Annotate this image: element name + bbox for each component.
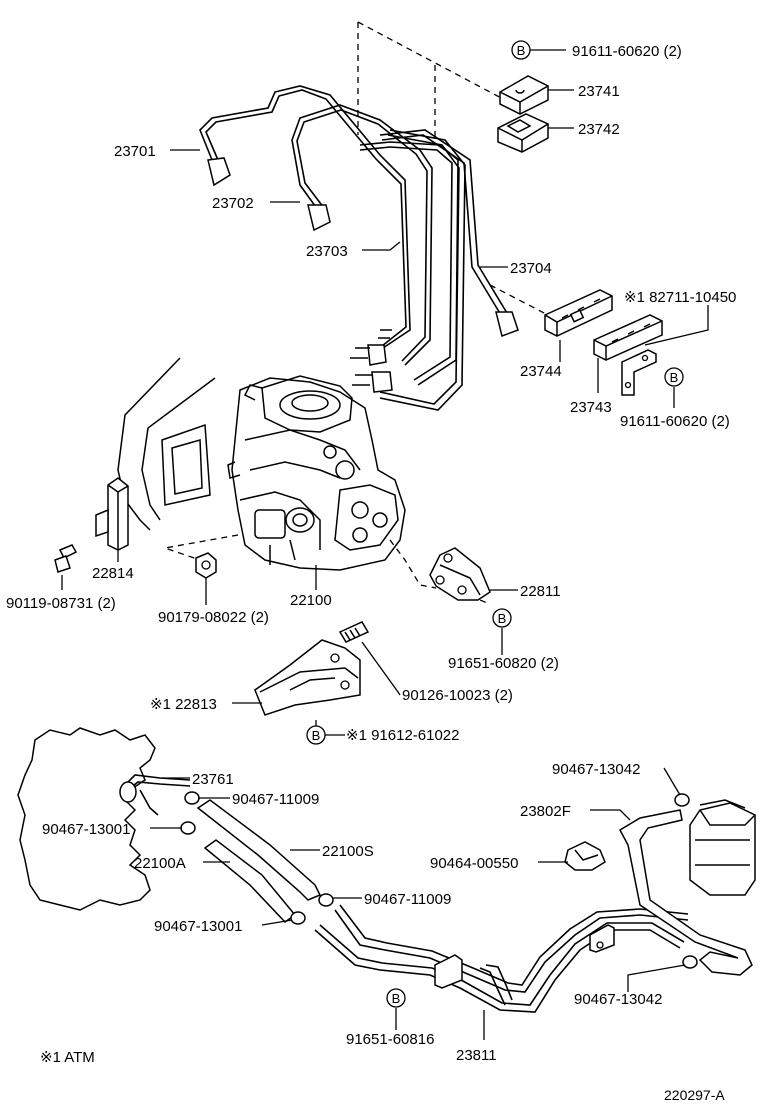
label-91651-816: 91651-60816 xyxy=(346,1031,434,1048)
leader-lines xyxy=(61,49,709,1040)
hose-22100S-icon xyxy=(196,799,322,901)
bracket-82711-icon xyxy=(621,349,657,396)
label-23743: 23743 xyxy=(570,399,612,416)
label-90467-13042-top: 90467-13042 xyxy=(552,761,640,778)
pipe-23761-icon xyxy=(119,774,191,816)
label-23742: 23742 xyxy=(578,121,620,138)
label-91611-top: 91611-60620 (2) xyxy=(572,43,682,60)
label-90467-13042-bot: 90467-13042 xyxy=(574,991,662,1008)
label-23702: 23702 xyxy=(212,195,254,212)
label-90467-11009-b: 90467-11009 xyxy=(364,891,451,908)
label-22100S: 22100S xyxy=(322,843,374,860)
nut-lower-1-icon xyxy=(367,344,387,366)
b-marker-bottom: B xyxy=(386,988,406,1008)
label-22811: 22811 xyxy=(520,583,561,600)
clip-90467-11009-b-icon xyxy=(318,893,334,907)
label-90179: 90179-08022 (2) xyxy=(158,609,269,626)
label-23761: 23761 xyxy=(192,771,234,788)
svg-text:B: B xyxy=(312,728,321,743)
fuel-pipe-23811-icon xyxy=(314,904,689,1013)
label-91611-right: 91611-60620 (2) xyxy=(620,413,730,430)
label-90119: 90119-08731 (2) xyxy=(6,595,116,612)
clip-90467-13042-top-icon xyxy=(674,793,690,807)
injection-pipes xyxy=(199,21,549,411)
label-23703: 23703 xyxy=(306,243,348,260)
bracket-22813-icon xyxy=(254,639,361,716)
part-labels: 91611-60620 (2) 23741 23742 23701 23702 … xyxy=(6,43,736,1064)
clamp-90464-icon xyxy=(564,841,606,871)
injection-pump-22100-icon xyxy=(117,357,491,605)
label-23701: 23701 xyxy=(114,143,156,160)
label-23741: 23741 xyxy=(578,83,620,100)
nut-23704-icon xyxy=(495,311,519,337)
svg-text:B: B xyxy=(670,370,679,385)
figure-id: 220297-A xyxy=(664,1087,725,1103)
svg-text:B: B xyxy=(498,611,507,626)
label-22813: ※1 22813 xyxy=(150,696,217,713)
b-marker-middle: B xyxy=(492,608,512,628)
nut-lower-2-icon xyxy=(371,371,393,393)
label-90467-11009-a: 90467-11009 xyxy=(232,791,319,808)
label-82711: ※1 82711-10450 xyxy=(624,289,736,306)
b-marker-22813: B xyxy=(306,725,326,745)
clip-90467-13001-b-icon xyxy=(290,911,306,925)
nut-90179-icon xyxy=(195,552,217,579)
label-22814: 22814 xyxy=(92,565,134,582)
label-23811: 23811 xyxy=(456,1047,497,1064)
nut-23702-icon xyxy=(307,204,331,232)
hose-23802F-icon xyxy=(619,809,753,976)
svg-text:B: B xyxy=(392,991,401,1006)
svg-text:B: B xyxy=(517,43,526,58)
clip-90467-13042-bot-icon xyxy=(682,955,698,969)
clip-90467-11009-a-icon xyxy=(184,791,200,805)
label-23744: 23744 xyxy=(520,363,562,380)
label-90126: 90126-10023 (2) xyxy=(402,687,513,704)
clamp-23743-icon xyxy=(593,314,663,361)
clip-90467-13001-a-icon xyxy=(180,821,196,835)
footnote: ※1 ATM xyxy=(40,1049,95,1066)
label-90467-13001-b: 90467-13001 xyxy=(154,918,242,935)
clamp-23742-icon xyxy=(497,113,549,153)
bracket-22811-icon xyxy=(429,547,491,601)
b-marker-top: B xyxy=(511,40,531,60)
clamp-23744-icon xyxy=(544,289,613,337)
label-90467-13001-a: 90467-13001 xyxy=(42,821,130,838)
bolt-90119-icon xyxy=(54,544,78,573)
stud-90126-icon xyxy=(338,621,370,643)
label-90464: 90464-00550 xyxy=(430,855,518,872)
label-23802F: 23802F xyxy=(520,803,571,820)
engine-outline-icon xyxy=(17,727,156,911)
fuel-filter-icon xyxy=(689,799,756,896)
hose-22100A-icon xyxy=(203,839,297,923)
label-91612: ※1 91612-61022 xyxy=(346,727,460,744)
label-91651-820: 91651-60820 (2) xyxy=(448,655,559,672)
bracket-22814-icon xyxy=(95,477,129,551)
nut-23701-icon xyxy=(207,157,231,187)
clamp-23741-icon xyxy=(499,75,549,115)
label-22100: 22100 xyxy=(290,592,332,609)
label-22100A: 22100A xyxy=(134,855,186,872)
b-marker-right: B xyxy=(664,367,684,387)
label-23704: 23704 xyxy=(510,260,552,277)
